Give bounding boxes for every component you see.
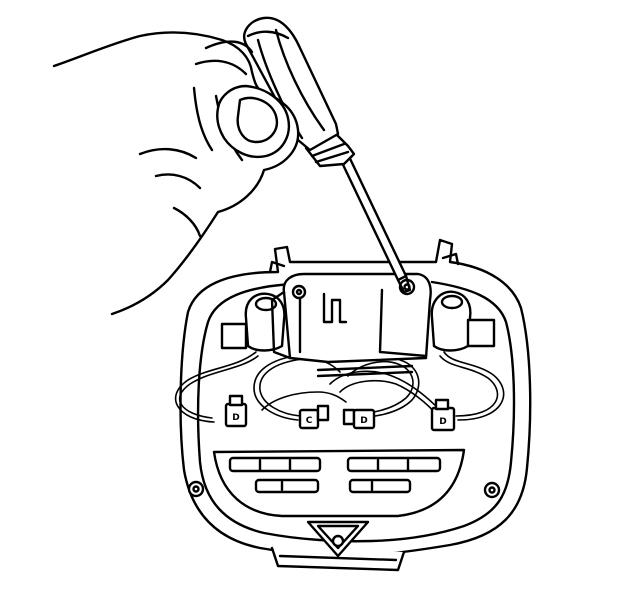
housing-hinge-slot-right — [441, 252, 460, 266]
housing-inner-rim — [196, 280, 516, 543]
housing-screw-hole-left — [192, 485, 200, 493]
wire-left-loop — [178, 355, 259, 419]
wire-center-right — [347, 360, 414, 415]
hand-finger-crease-1 — [138, 147, 198, 160]
button-slot-2 — [346, 456, 442, 473]
wire-cross-c — [261, 391, 347, 411]
hand-finger-crease-2 — [154, 173, 202, 190]
screwdriver-handle-groove-2 — [274, 28, 326, 132]
lamp-pod-left — [244, 292, 286, 352]
connectors: D C D D — [224, 394, 456, 432]
bracket-left-tab — [270, 290, 292, 360]
connector-1: D — [224, 394, 248, 428]
button-panel-outline — [212, 448, 466, 518]
bracket-bottom-edge — [316, 364, 414, 378]
wiring-harness — [175, 351, 505, 423]
housing-v-clip-inner — [316, 524, 360, 550]
bracket-rib — [378, 288, 428, 358]
connector-4: D — [430, 398, 456, 432]
screwdriver-tip — [396, 274, 412, 294]
connector-3-letter: D — [360, 416, 367, 426]
connector-3: D — [342, 408, 376, 430]
housing-screw-hole-right — [488, 486, 496, 494]
wire-right-loop — [439, 355, 499, 417]
hand-finger-crease-3 — [172, 206, 202, 238]
wire-cross-b — [339, 379, 439, 417]
hand-thumbnail — [236, 96, 279, 144]
housing-bottom-tab-lip — [278, 554, 398, 562]
screwdriver-handle-top — [246, 30, 290, 40]
hand-icon — [52, 31, 300, 316]
screwdriver-shaft — [334, 144, 408, 282]
housing-screw-boss-left — [187, 480, 205, 498]
button-slot-3 — [254, 478, 320, 494]
button-slot-4 — [348, 478, 412, 494]
connector-2-letter: C — [306, 416, 313, 426]
lamp-socket-right — [466, 318, 496, 348]
hand-thumb — [216, 84, 291, 159]
v-clip-screw — [331, 534, 345, 548]
bracket-slot-cutout — [322, 292, 348, 324]
housing-hinge-slot-left — [268, 260, 286, 274]
mounting-bracket — [220, 272, 496, 378]
connector-2: C — [298, 404, 330, 430]
button-slot-1 — [228, 456, 322, 473]
connector-4-letter: D — [439, 417, 446, 427]
bracket-screw-left — [291, 284, 307, 300]
connector-1-letter: D — [232, 413, 239, 423]
bracket-plate — [282, 272, 432, 364]
lamp-pod-right — [430, 290, 472, 352]
hand-index-finger — [194, 40, 254, 76]
housing-screw-boss-right — [483, 481, 501, 499]
lamp-socket-left — [220, 322, 248, 350]
button-panel — [212, 448, 466, 518]
